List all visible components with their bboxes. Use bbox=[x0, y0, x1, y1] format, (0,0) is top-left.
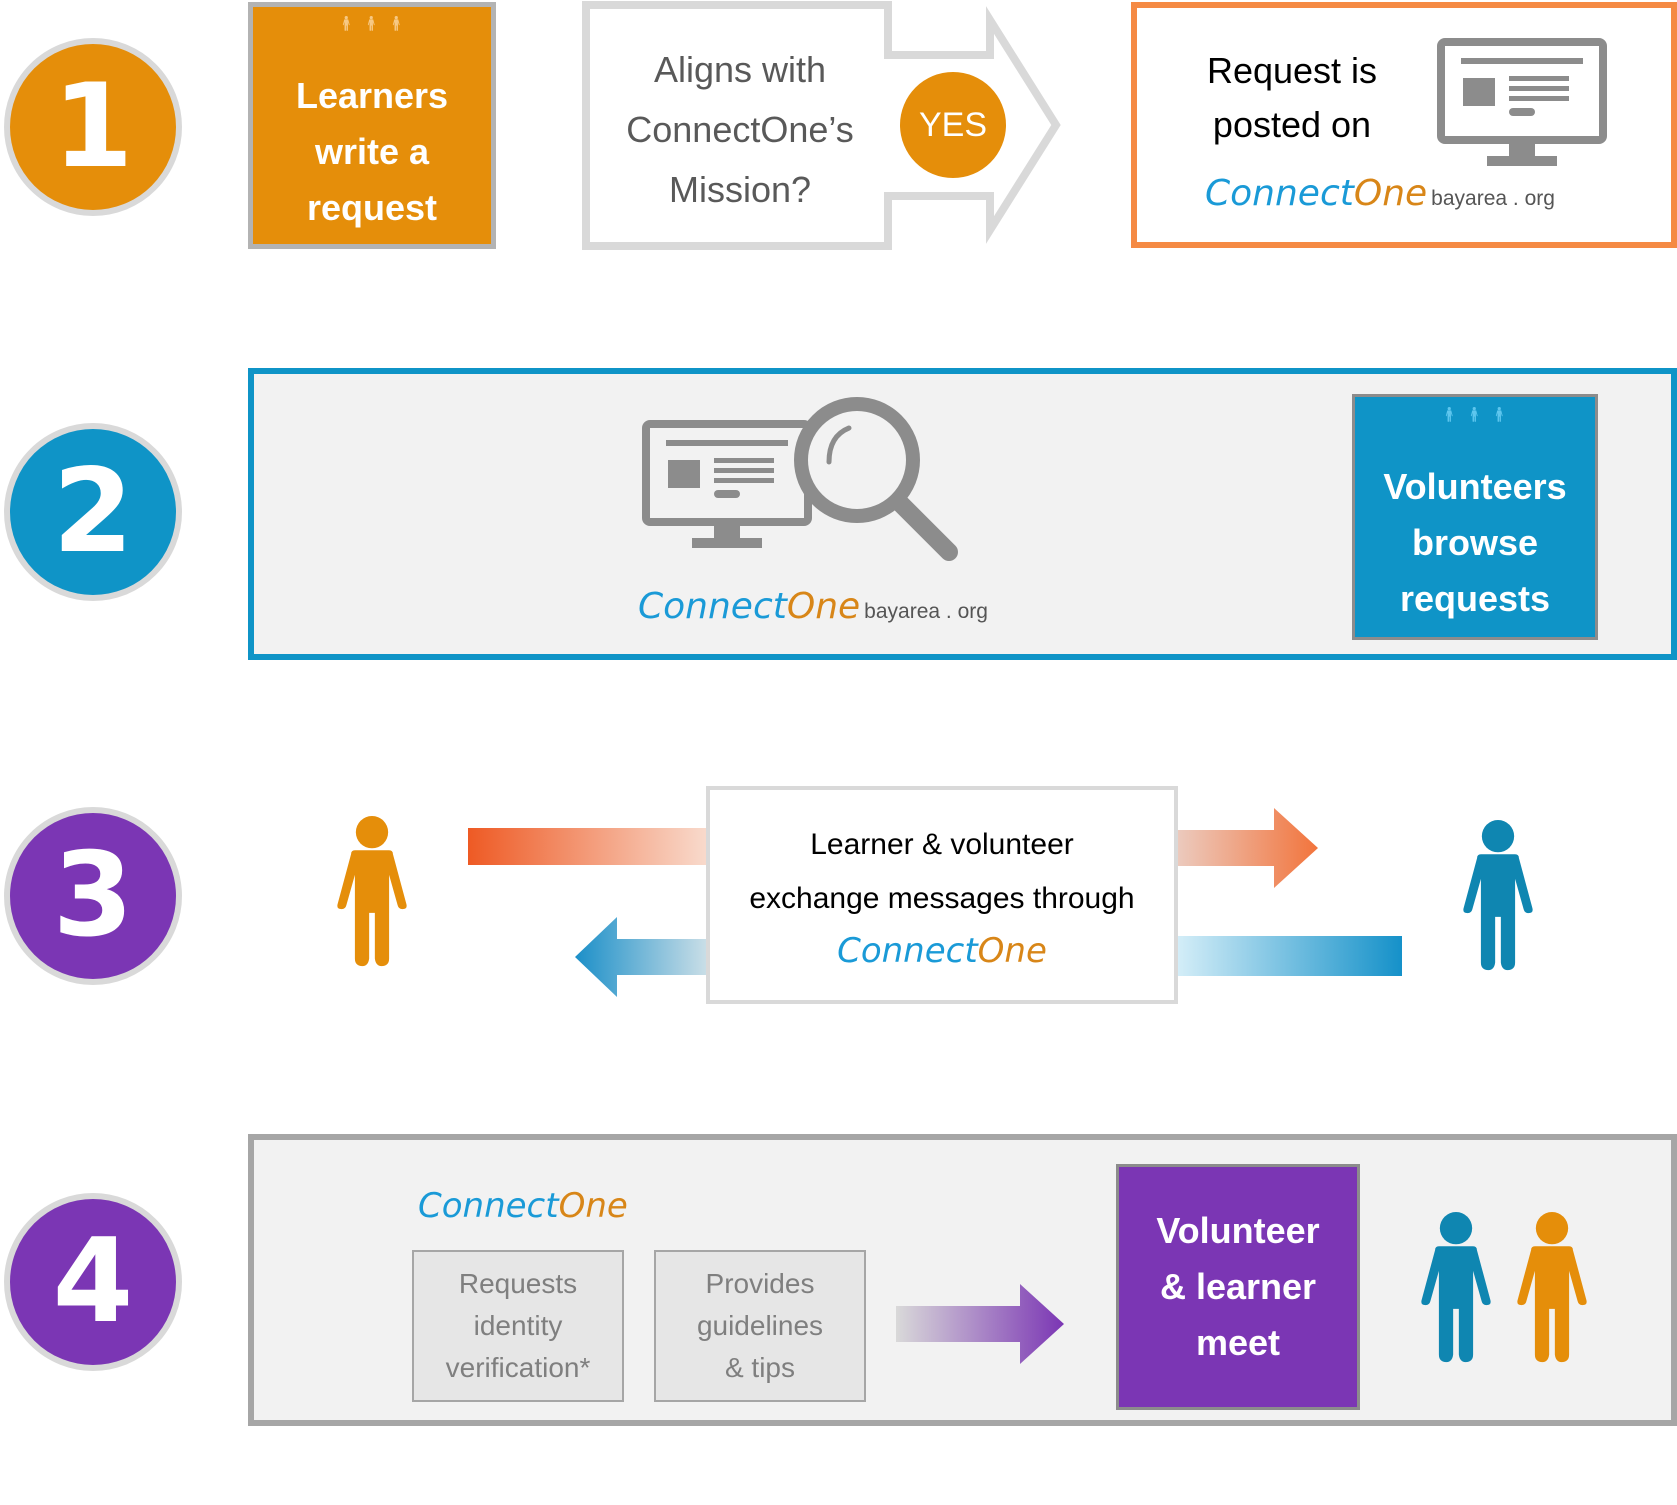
mission-arrow-shape bbox=[582, 1, 1061, 250]
arrow-right-icon bbox=[896, 1284, 1064, 1364]
volunteer-person-icon bbox=[1460, 820, 1536, 972]
step-2-circle: 2 bbox=[4, 423, 182, 601]
meet-panel: ConnectOne Requests identity verificatio… bbox=[248, 1134, 1677, 1426]
yes-badge: YES bbox=[900, 72, 1006, 178]
brand-domain: bayarea . org bbox=[1431, 187, 1555, 210]
message-exchange-box: Learner & volunteer exchange messages th… bbox=[706, 786, 1178, 1004]
step-4-number: 4 bbox=[52, 1214, 134, 1349]
magnifier-icon bbox=[794, 397, 958, 561]
arrow-right-icon bbox=[468, 828, 718, 865]
learner-person-icon bbox=[1514, 1212, 1590, 1364]
volunteers-browse-label: Volunteers browse requests bbox=[1383, 466, 1567, 619]
step-3-circle: 3 bbox=[4, 807, 182, 985]
connectone-brand: ConnectOne bbox=[837, 931, 1047, 971]
volunteers-browse-box: Volunteers browse requests bbox=[1352, 394, 1598, 640]
people-group-icon bbox=[1438, 407, 1513, 457]
connectone-brand: ConnectOne bbox=[418, 1186, 628, 1226]
brand-domain: bayarea . org bbox=[864, 600, 988, 623]
arrow-left-icon bbox=[575, 917, 720, 997]
learners-write-request-box: Learners write a request bbox=[248, 2, 496, 249]
yes-label: YES bbox=[918, 105, 988, 144]
computer-monitor-icon bbox=[642, 420, 812, 555]
computer-monitor-icon bbox=[1437, 38, 1607, 173]
request-posted-label: Request is posted on bbox=[1206, 50, 1378, 145]
step-1-number: 1 bbox=[52, 59, 134, 194]
step-4-circle: 4 bbox=[4, 1193, 182, 1371]
message-line-2: exchange messages through bbox=[749, 882, 1135, 915]
volunteer-learner-meet-box: Volunteer & learner meet bbox=[1116, 1164, 1360, 1410]
people-group-icon bbox=[335, 16, 410, 66]
message-line-1: Learner & volunteer bbox=[810, 828, 1074, 861]
identity-verification-box: Requests identity verification* bbox=[412, 1250, 624, 1402]
learner-person-icon bbox=[334, 816, 410, 968]
volunteer-person-icon bbox=[1418, 1212, 1494, 1364]
mission-question: Aligns with ConnectOne’s Mission? bbox=[626, 49, 854, 210]
step-3-number: 3 bbox=[52, 828, 134, 963]
step-1-circle: 1 bbox=[4, 38, 182, 216]
step-2-number: 2 bbox=[52, 444, 134, 579]
arrow-right-icon bbox=[1176, 808, 1318, 888]
volunteer-learner-meet-label: Volunteer & learner meet bbox=[1156, 1210, 1320, 1363]
arrow-left-icon bbox=[1176, 936, 1402, 976]
learners-write-request-label: Learners write a request bbox=[295, 74, 449, 228]
guidelines-tips-box: Provides guidelines & tips bbox=[654, 1250, 866, 1402]
